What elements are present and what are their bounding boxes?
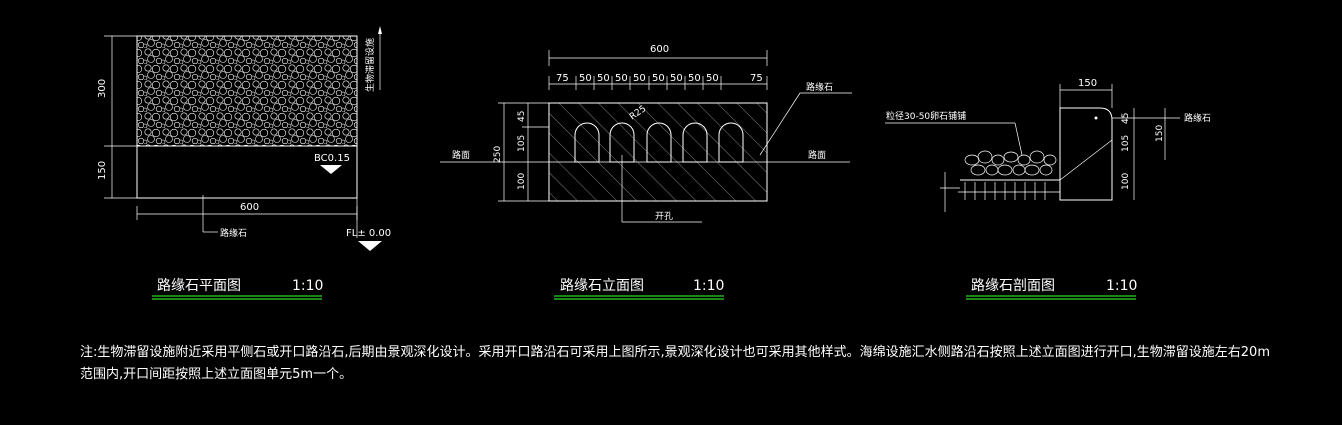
elevation-openings [574, 122, 744, 163]
elevation-label-opening: 开孔 [655, 211, 673, 222]
section-label-stone: 粒径30-50卵石铺铺 [886, 110, 966, 122]
plan-scale: 1:10 [292, 278, 323, 294]
elevation-title: 路缘石立面图 [560, 278, 644, 294]
elevation-view: R25 路面 路面 600 75 50 50 50 50 50 50 [440, 44, 852, 300]
drawing-note: 注:生物滞留设施附近采用平侧石或开口路沿石,后期由景观深化设计。采用开口路沿石可… [80, 345, 1270, 382]
section-pebbles [964, 150, 1057, 176]
section-scale: 1:10 [1106, 278, 1137, 294]
elevation-seg-5: 50 [652, 73, 665, 84]
elevation-road-right: 路面 [808, 149, 826, 161]
plan-dim-300: 300 [97, 79, 108, 98]
section-label-curb: 路缘石 [1184, 112, 1211, 124]
plan-level: FL± 0.00 [346, 228, 391, 239]
section-dim-45: 45 [1121, 113, 1131, 124]
section-view: 粒径30-50卵石铺铺 150 路缘石 150 45 105 100 路缘石剖面… [885, 78, 1211, 300]
elevation-seg-6: 50 [670, 73, 683, 84]
elevation-seg-8: 50 [706, 73, 719, 84]
plan-title: 路缘石平面图 [157, 278, 241, 294]
elevation-seg-0: 75 [556, 73, 569, 84]
plan-slope: BC0.15 [314, 153, 350, 164]
elevation-segment-ticks [548, 76, 768, 90]
elevation-dim-105: 105 [517, 135, 527, 152]
plan-curb-area [136, 145, 358, 199]
plan-dim-600: 600 [240, 202, 259, 213]
elevation-seg-2: 50 [597, 73, 610, 84]
section-ground-hatch [958, 182, 1060, 200]
elevation-seg-3: 50 [615, 73, 628, 84]
plan-view: 300 150 600 路缘石 BC0.15 FL± 0.00 生物滞留设施 路… [97, 26, 391, 300]
plan-level-arrow [358, 241, 382, 251]
elevation-dim-250: 250 [493, 146, 503, 163]
plan-side-label: 生物滞留设施 [364, 38, 376, 92]
section-dim-right: 150 [1155, 125, 1165, 142]
elevation-scale: 1:10 [693, 278, 724, 294]
elevation-seg-7: 50 [688, 73, 701, 84]
plan-dim-150: 150 [97, 161, 108, 180]
section-curb-body [1059, 107, 1113, 201]
plan-pebble-area [136, 35, 358, 147]
elevation-dim-100: 100 [517, 173, 527, 190]
elevation-label-curb: 路缘石 [806, 81, 833, 93]
elevation-dim-45: 45 [517, 111, 527, 122]
elevation-road-left: 路面 [452, 149, 470, 161]
plan-label-curb: 路缘石 [220, 227, 247, 239]
section-dim-top: 150 [1078, 78, 1097, 89]
elevation-dim-600: 600 [650, 44, 669, 55]
elevation-seg-1: 50 [579, 73, 592, 84]
elevation-curb-body [548, 102, 768, 202]
elevation-seg-4: 50 [633, 73, 646, 84]
section-title: 路缘石剖面图 [971, 278, 1055, 294]
section-dim-100: 100 [1121, 173, 1131, 190]
plan-slope-arrow [320, 165, 342, 174]
section-dim-105: 105 [1121, 135, 1131, 152]
elevation-seg-9: 75 [750, 73, 763, 84]
